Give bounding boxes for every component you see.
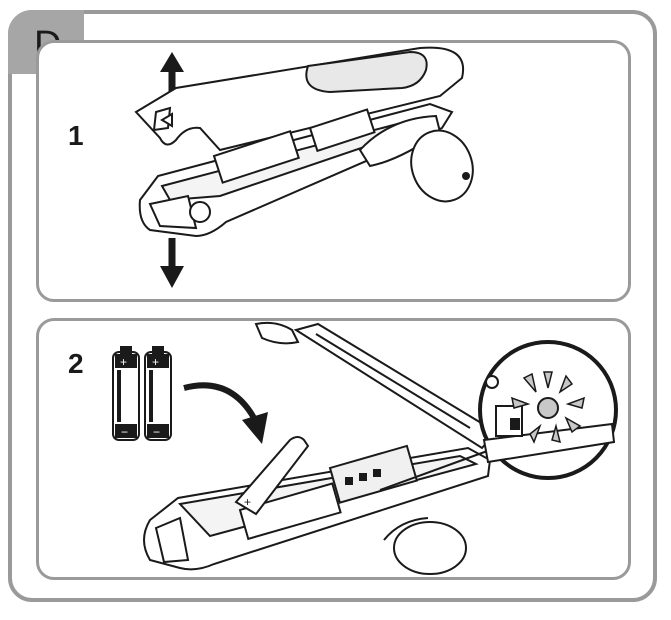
arrow-down-icon — [160, 238, 184, 288]
device-lid — [134, 46, 465, 152]
battery-icon: + − — [144, 346, 172, 441]
step-2-number: 2 — [68, 348, 84, 379]
battery-minus-mark: − — [153, 425, 160, 439]
battery-plus-mark: + — [120, 355, 127, 369]
sensor-dome — [383, 517, 467, 575]
diagram-frame — [8, 10, 657, 602]
curved-arrow-icon — [183, 382, 268, 444]
battery-icon: + − — [112, 346, 140, 441]
battery-minus-mark: − — [121, 425, 128, 439]
inserted-battery-plus: + — [244, 495, 251, 509]
led-blink-icon — [510, 371, 586, 444]
device-base-open — [143, 444, 492, 571]
step-1-number: 1 — [68, 120, 84, 151]
battery-plus-mark: + — [152, 355, 159, 369]
sensor-dome — [358, 114, 474, 203]
device-lid-open — [254, 321, 498, 450]
inserted-battery: + — [234, 436, 310, 516]
